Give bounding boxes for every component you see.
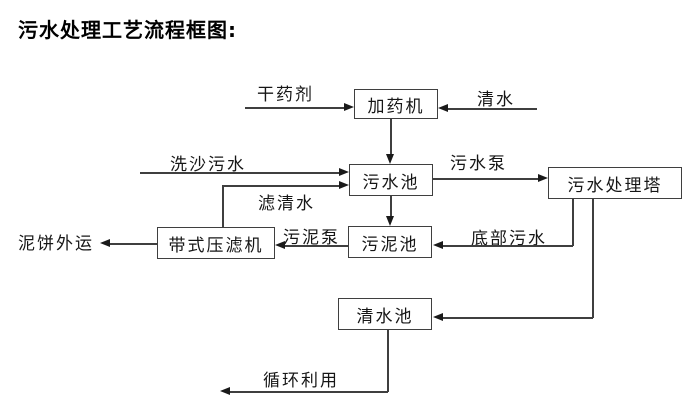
arrowhead-sewage-pool-to-sludge-pool (386, 216, 394, 226)
arrowhead-mud-cake-out (100, 239, 110, 247)
node-belt-filter-press: 带式压滤机 (157, 227, 275, 259)
line-recycle-horizontal (228, 391, 388, 393)
node-sewage-treatment-tower: 污水处理塔 (548, 167, 682, 199)
node-sewage-pool: 污水池 (349, 164, 433, 196)
edge-label-sewage-pump: 污水泵 (450, 154, 507, 174)
arrowhead-sludge-pump (275, 241, 285, 249)
page-title: 污水处理工艺流程框图: (18, 18, 237, 42)
edge-label-filtered-water: 滤清水 (258, 194, 315, 214)
line-dry-agent (245, 107, 346, 109)
line-bottom-sewage-vertical (572, 199, 574, 246)
node-clean-water-pool: 清水池 (338, 298, 432, 330)
line-filtered-water-horizontal (222, 185, 341, 187)
edge-label-recycle-use: 循环利用 (263, 371, 339, 391)
arrowhead-dosing-to-sewage-pool (386, 154, 394, 164)
arrowhead-sand-washing-sewage (339, 168, 349, 176)
arrowhead-recycle (220, 387, 230, 395)
line-sludge-pump (283, 245, 348, 247)
edge-label-bottom-sewage: 底部污水 (471, 229, 547, 249)
arrowhead-filtered-water (339, 181, 349, 189)
line-filtered-water-vertical (222, 185, 224, 227)
line-dosing-to-sewage-pool (390, 119, 392, 156)
edge-label-sand-washing-sewage: 洗沙污水 (170, 155, 246, 175)
line-clean-water-in (446, 108, 537, 110)
arrowhead-clean-water-in (438, 104, 448, 112)
line-sand-washing-sewage (140, 172, 341, 174)
edge-label-dry-agent: 干药剂 (257, 85, 314, 105)
arrowhead-tower-to-clean-pool (433, 313, 443, 321)
edge-label-sludge-pump: 污泥泵 (283, 228, 340, 248)
edge-label-mud-cake-out: 泥饼外运 (18, 234, 94, 254)
line-tower-to-clean-pool-horizontal (441, 317, 593, 319)
arrowhead-bottom-sewage (433, 241, 443, 249)
arrowhead-dry-agent (344, 103, 354, 111)
node-dosing-machine: 加药机 (354, 89, 438, 119)
line-sewage-pool-to-sludge-pool (390, 196, 392, 218)
line-tower-to-clean-pool-vertical (592, 199, 594, 318)
node-sludge-pool: 污泥池 (348, 226, 432, 258)
line-bottom-sewage-horizontal (441, 245, 573, 247)
arrowhead-sewage-pump (538, 174, 548, 182)
line-sewage-pump (433, 178, 540, 180)
line-recycle-vertical (387, 330, 389, 392)
edge-label-clean-water-in: 清水 (477, 90, 515, 110)
line-mud-cake-out (108, 243, 157, 245)
